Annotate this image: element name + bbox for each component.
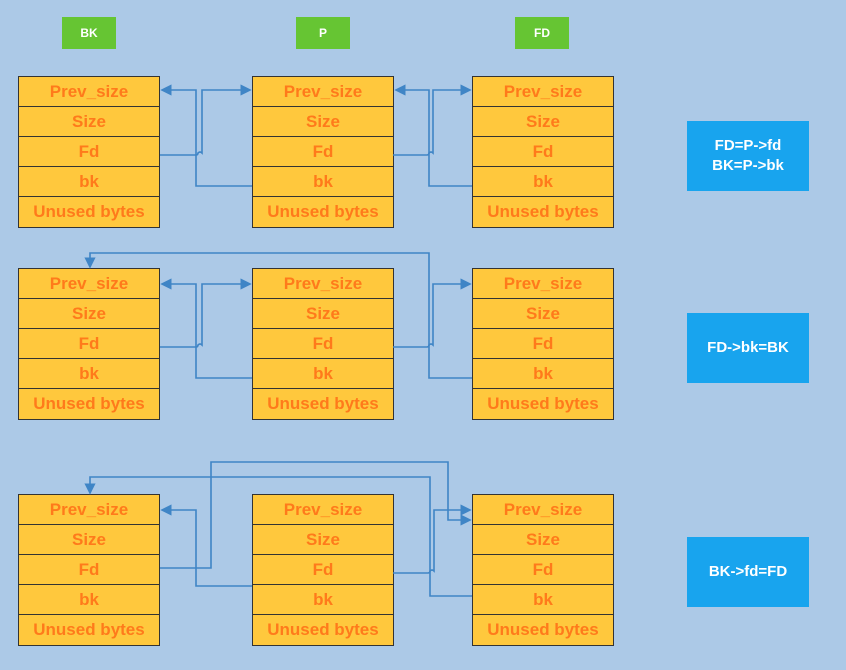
prev-size-field: Prev_size (472, 494, 614, 526)
size-field: Size (18, 524, 160, 556)
p-label: P (296, 17, 350, 49)
step-1-note-line-1: FD=P->fd (714, 136, 782, 154)
unused-bytes-field: Unused bytes (18, 196, 160, 228)
prev-size-field: Prev_size (252, 494, 394, 526)
fd-field: Fd (252, 554, 394, 586)
fd-field: Fd (252, 136, 394, 168)
unused-bytes-field: Unused bytes (472, 196, 614, 228)
bk-field: bk (252, 584, 394, 616)
unused-bytes-field: Unused bytes (472, 614, 614, 646)
fd-label: FD (515, 17, 569, 49)
unused-bytes-field: Unused bytes (472, 388, 614, 420)
step-1-p-fd-to-fd-arrow (393, 84, 472, 156)
step-3-note-text: BK->fd=FD (708, 562, 788, 580)
unused-bytes-field: Unused bytes (18, 614, 160, 646)
fd-field: Fd (18, 328, 160, 360)
bk-field: bk (18, 166, 160, 198)
size-field: Size (472, 298, 614, 330)
step-3-p-fd-to-fd-arrow (393, 504, 472, 574)
step-3-p-bk-to-bk-arrow (160, 504, 252, 587)
step-2-note-text: FD->bk=BK (707, 338, 789, 356)
step-1-note-line-2: BK=P->bk (712, 157, 784, 174)
bk-field: bk (252, 358, 394, 390)
p-chunk-step-1: Prev_size Size Fd bk Unused bytes (252, 76, 394, 228)
fd-field: Fd (472, 328, 614, 360)
step-2-bk-fd-to-p-arrow (160, 278, 252, 348)
fd-chunk-step-1: Prev_size Size Fd bk Unused bytes (472, 76, 614, 228)
unused-bytes-field: Unused bytes (18, 388, 160, 420)
size-field: Size (18, 106, 160, 138)
size-field: Size (472, 524, 614, 556)
size-field: Size (18, 298, 160, 330)
p-chunk-step-3: Prev_size Size Fd bk Unused bytes (252, 494, 394, 646)
fd-field: Fd (472, 136, 614, 168)
fd-chunk-step-2: Prev_size Size Fd bk Unused bytes (472, 268, 614, 420)
size-field: Size (252, 524, 394, 556)
step-1-note: FD=P->fd BK=P->bk (687, 121, 809, 191)
fd-chunk-step-3: Prev_size Size Fd bk Unused bytes (472, 494, 614, 646)
size-field: Size (472, 106, 614, 138)
p-chunk-step-2: Prev_size Size Fd bk Unused bytes (252, 268, 394, 420)
prev-size-field: Prev_size (252, 268, 394, 300)
bk-label: BK (62, 17, 116, 49)
size-field: Size (252, 298, 394, 330)
fd-field: Fd (18, 554, 160, 586)
bk-field: bk (472, 584, 614, 616)
size-field: Size (252, 106, 394, 138)
unused-bytes-field: Unused bytes (252, 196, 394, 228)
fd-field: Fd (18, 136, 160, 168)
bk-field: bk (18, 584, 160, 616)
bk-field: bk (252, 166, 394, 198)
step-1-fd-bk-to-p-arrow (394, 84, 472, 187)
bk-field: bk (18, 358, 160, 390)
prev-size-field: Prev_size (18, 76, 160, 108)
unused-bytes-field: Unused bytes (252, 614, 394, 646)
step-1-bk-fd-to-p-arrow (160, 84, 252, 156)
fd-field: Fd (252, 328, 394, 360)
prev-size-field: Prev_size (472, 76, 614, 108)
fd-field: Fd (472, 554, 614, 586)
bk-field: bk (472, 358, 614, 390)
bk-chunk-step-1: Prev_size Size Fd bk Unused bytes (18, 76, 160, 228)
unused-bytes-field: Unused bytes (252, 388, 394, 420)
step-1-p-bk-to-bk-arrow (160, 84, 252, 187)
bk-field: bk (472, 166, 614, 198)
prev-size-field: Prev_size (252, 76, 394, 108)
bk-chunk-step-3: Prev_size Size Fd bk Unused bytes (18, 494, 160, 646)
bk-chunk-step-2: Prev_size Size Fd bk Unused bytes (18, 268, 160, 420)
prev-size-field: Prev_size (472, 268, 614, 300)
step-3-note: BK->fd=FD (687, 537, 809, 607)
prev-size-field: Prev_size (18, 494, 160, 526)
step-2-note: FD->bk=BK (687, 313, 809, 383)
prev-size-field: Prev_size (18, 268, 160, 300)
step-2-p-bk-to-bk-arrow (160, 278, 252, 379)
step-2-p-fd-to-fd-arrow (393, 278, 472, 348)
